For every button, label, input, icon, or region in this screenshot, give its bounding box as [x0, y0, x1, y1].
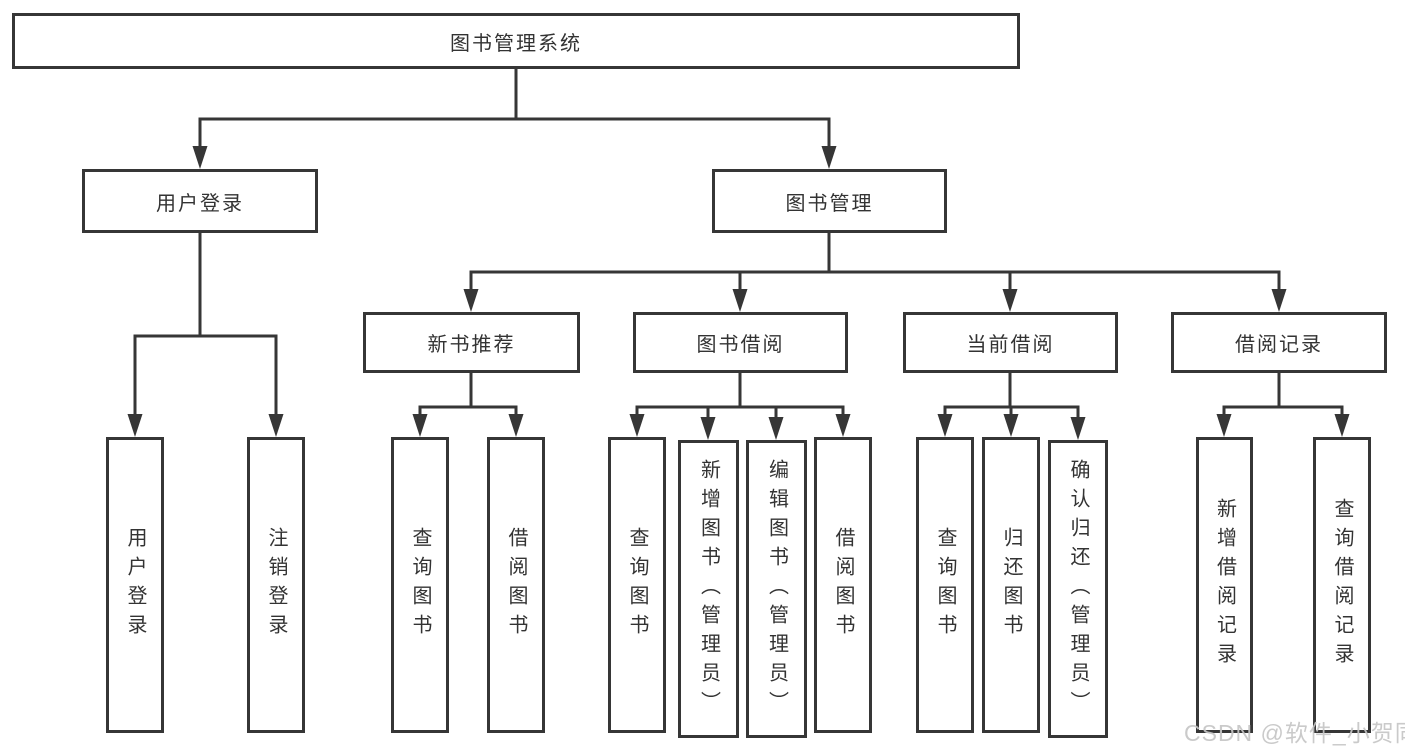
leaf-logout-label: 注销登录: [265, 527, 287, 643]
node-root-library-system: 图书管理系统: [12, 13, 1020, 69]
leaf-borrow-books-recommend: 借阅图书: [487, 437, 545, 733]
leaf-logout: 注销登录: [247, 437, 305, 733]
leaf-query-borrow-record: 查询借阅记录: [1313, 437, 1371, 733]
node-new-book-recommend-label: 新书推荐: [427, 334, 516, 356]
node-new-book-recommend: 新书推荐: [363, 312, 580, 373]
leaf-confirm-return-admin: 确认归还（管理员）: [1048, 440, 1108, 738]
node-book-borrow-label: 图书借阅: [696, 334, 785, 356]
leaf-borrow-books: 借阅图书: [814, 437, 872, 733]
leaf-return-books: 归还图书: [982, 437, 1040, 733]
leaf-confirm-return-admin-label: 确认归还（管理员）: [1067, 458, 1089, 720]
node-book-borrow: 图书借阅: [633, 312, 848, 373]
leaf-borrow-books-recommend-label: 借阅图书: [505, 527, 527, 643]
watermark: CSDN @软件_小贺同学: [1184, 720, 1405, 746]
leaf-add-borrow-record-label: 新增借阅记录: [1213, 498, 1236, 672]
node-borrow-records: 借阅记录: [1171, 312, 1387, 373]
node-current-borrow-label: 当前借阅: [966, 334, 1055, 356]
leaf-query-books-recommend-label: 查询图书: [409, 527, 431, 643]
leaf-edit-books-admin: 编辑图书（管理员）: [746, 440, 807, 738]
leaf-query-books-current-label: 查询图书: [934, 527, 956, 643]
node-user-login: 用户登录: [82, 169, 318, 233]
node-current-borrow: 当前借阅: [903, 312, 1118, 373]
node-borrow-records-label: 借阅记录: [1235, 334, 1323, 356]
leaf-user-login-label: 用户登录: [124, 527, 146, 643]
leaf-user-login: 用户登录: [106, 437, 164, 733]
leaf-add-borrow-record: 新增借阅记录: [1196, 437, 1253, 733]
leaf-add-books-admin-label: 新增图书（管理员）: [697, 458, 720, 720]
leaf-query-books-current: 查询图书: [916, 437, 974, 733]
leaf-query-books-borrow: 查询图书: [608, 437, 666, 733]
leaf-query-books-recommend: 查询图书: [391, 437, 449, 733]
leaf-edit-books-admin-label: 编辑图书（管理员）: [765, 458, 788, 720]
leaf-query-borrow-record-label: 查询借阅记录: [1331, 498, 1353, 672]
leaf-return-books-label: 归还图书: [1000, 527, 1022, 643]
leaf-query-books-borrow-label: 查询图书: [626, 527, 648, 643]
leaf-borrow-books-label: 借阅图书: [832, 527, 854, 643]
leaf-add-books-admin: 新增图书（管理员）: [678, 440, 739, 738]
node-root-label: 图书管理系统: [450, 32, 582, 55]
node-book-management: 图书管理: [712, 169, 947, 233]
node-user-login-label: 用户登录: [156, 192, 244, 215]
node-book-management-label: 图书管理: [785, 192, 874, 215]
